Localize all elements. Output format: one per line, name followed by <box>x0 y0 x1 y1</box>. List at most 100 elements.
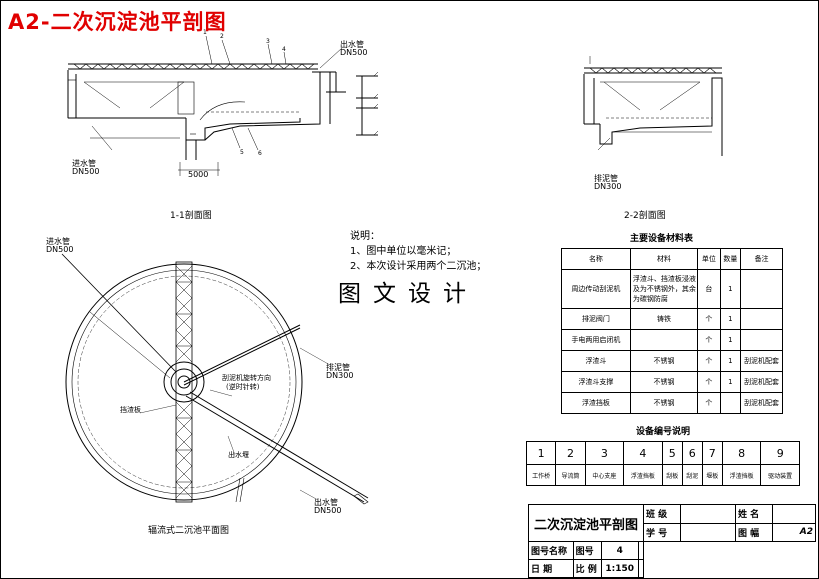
table-row: 浮渣斗支撑 不锈钢 个 1 刮泥机配套 <box>561 371 783 393</box>
table-cell: 1 <box>719 269 742 309</box>
equipment-name-row: 工作桥 导流筒 中心支座 浮渣挡板 刮板 刮泥 堰板 浮渣挡板 驱动装置 <box>525 464 800 486</box>
table-cell: 1 <box>719 350 742 372</box>
table-cell: 刮泥 <box>681 464 703 486</box>
notes-line-2: 2、本次设计采用两个二沉池； <box>350 261 487 272</box>
section22-pipe-label: 排泥管 <box>594 174 618 183</box>
drawing-name: 二次沉淀池平剖图 <box>528 504 644 542</box>
table-row: 排泥阀门 铸铁 个 1 <box>561 308 783 330</box>
scale-value: 1:150 <box>600 559 639 578</box>
table-cell: 不锈钢 <box>629 371 699 393</box>
materials-heading: 主要设备材料表 <box>630 234 694 244</box>
notes-heading: 说明： <box>350 231 380 242</box>
plan-outlet-label: 出水管 <box>314 498 338 507</box>
sheet-value: A2 <box>772 522 816 542</box>
table-cell: 浮渣挡板 <box>561 392 631 414</box>
plan-baffle-label: 挡渣板 <box>120 406 141 414</box>
table-cell: 浮渣斗 <box>561 350 631 372</box>
equipment-number-row: 1 2 3 4 5 6 7 8 9 <box>525 441 800 465</box>
equipment-heading: 设备编号说明 <box>636 427 691 437</box>
equipment-table: 1 2 3 4 5 6 7 8 9 工作桥 导流筒 中心支座 浮渣挡板 刮板 刮… <box>525 441 800 486</box>
section-1-1-caption: 1-1剖面图 <box>170 211 212 221</box>
plan-inlet-label: 进水管 <box>46 237 70 246</box>
table-cell <box>629 329 699 351</box>
plan-view-drawing <box>61 253 369 505</box>
table-row: 浮渣斗 不锈钢 个 1 刮泥机配套 <box>561 350 783 372</box>
table-row: 手电两用启闭机 个 1 <box>561 329 783 351</box>
materials-header-cell: 单位 <box>697 248 721 270</box>
plan-sludge-spec: DN300 <box>326 371 354 380</box>
table-cell: 不锈钢 <box>629 350 699 372</box>
table-cell <box>740 308 783 330</box>
materials-header-cell: 名称 <box>561 248 631 270</box>
id-label: 学 号 <box>643 522 681 542</box>
dimension-5000: 5000 <box>188 170 209 179</box>
table-cell: 刮板 <box>661 464 683 486</box>
materials-table: 名称 材料 单位 数量 备注 周边传动刮泥机 浮渣斗、挡渣板浸液及为不锈钢外，其… <box>561 248 783 414</box>
table-row: 周边传动刮泥机 浮渣斗、挡渣板浸液及为不锈钢外，其余为碳钢防腐 台 1 <box>561 269 783 309</box>
table-cell: 9 <box>760 441 800 465</box>
drawing-title: A2-二次沉淀池平剖图 <box>8 10 227 34</box>
title-block: 二次沉淀池平剖图 班 级 姓 名 学 号 图 幅 A2 图号名称 图号 4 日 … <box>528 504 816 578</box>
table-cell: 个 <box>697 371 721 393</box>
table-cell: 台 <box>697 269 721 309</box>
table-cell: 4 <box>623 441 663 465</box>
name-label: 姓 名 <box>735 504 773 524</box>
table-cell: 驱动装置 <box>760 464 800 486</box>
table-cell: 2 <box>555 441 586 465</box>
table-cell: 刮泥机配套 <box>740 350 783 372</box>
plan-caption: 辐流式二沉池平面图 <box>148 526 230 536</box>
table-cell: 浮渣挡板 <box>623 464 663 486</box>
table-cell: 排泥阀门 <box>561 308 631 330</box>
table-cell: 1 <box>719 308 742 330</box>
table-cell: 浮渣斗、挡渣板浸液及为不锈钢外，其余为碳钢防腐 <box>629 269 699 309</box>
outlet-spec: DN500 <box>340 48 368 57</box>
plan-outlet-spec: DN500 <box>314 506 342 515</box>
outlet-label: 出水管 <box>340 40 364 49</box>
plan-sludge-label: 排泥管 <box>326 363 350 372</box>
table-cell: 刮泥机配套 <box>740 392 783 414</box>
table-cell: 刮泥机配套 <box>740 371 783 393</box>
table-row: 浮渣挡板 不锈钢 个 刮泥机配套 <box>561 392 783 414</box>
scale-label: 比 例 <box>572 559 602 578</box>
callout-5: 5 <box>240 149 244 156</box>
materials-header-cell: 数量 <box>719 248 742 270</box>
table-cell: 浮渣挡板 <box>721 464 762 486</box>
inlet-spec: DN500 <box>72 167 100 176</box>
class-label: 班 级 <box>643 504 681 524</box>
table-cell: 手电两用启闭机 <box>561 329 631 351</box>
plan-inlet-spec: DN500 <box>46 245 74 254</box>
callout-2: 2 <box>220 33 224 40</box>
table-cell <box>719 392 742 414</box>
notes-line-1: 1、图中单位以毫米记； <box>350 246 457 257</box>
table-cell: 周边传动刮泥机 <box>561 269 631 309</box>
notes: 说明： 1、图中单位以毫米记； 2、本次设计采用两个二沉池； <box>350 229 486 274</box>
callout-4: 4 <box>282 46 286 53</box>
table-cell: 7 <box>701 441 723 465</box>
callout-6: 6 <box>258 150 262 157</box>
design-text: 图文设计 <box>338 281 478 307</box>
plan-weir-label: 出水堰 <box>228 451 249 459</box>
table-cell: 堰板 <box>701 464 723 486</box>
callout-1: 1 <box>203 29 207 36</box>
inlet-label: 进水管 <box>72 159 96 168</box>
table-cell: 铸铁 <box>629 308 699 330</box>
callout-3: 3 <box>266 38 270 45</box>
table-cell: 工作桥 <box>525 464 557 486</box>
table-cell: 6 <box>681 441 703 465</box>
sheet-label: 图 幅 <box>735 522 773 542</box>
drawing-no-label: 图号名称 <box>528 541 574 560</box>
table-cell <box>740 269 783 309</box>
table-cell: 个 <box>697 392 721 414</box>
table-cell: 8 <box>721 441 762 465</box>
rotation-label: 刮泥机旋转方向 <box>222 374 271 382</box>
rotation-note: (逆时针转) <box>226 383 260 391</box>
date-label: 日 期 <box>528 559 574 578</box>
section-1-1-drawing <box>67 35 379 176</box>
section-2-2-caption: 2-2剖面图 <box>624 211 666 221</box>
drawing-no: 图号 <box>572 541 602 560</box>
materials-header-cell: 备注 <box>740 248 783 270</box>
materials-header-cell: 材料 <box>629 248 699 270</box>
table-cell: 1 <box>525 441 557 465</box>
drawing-no-value: 4 <box>600 541 639 560</box>
